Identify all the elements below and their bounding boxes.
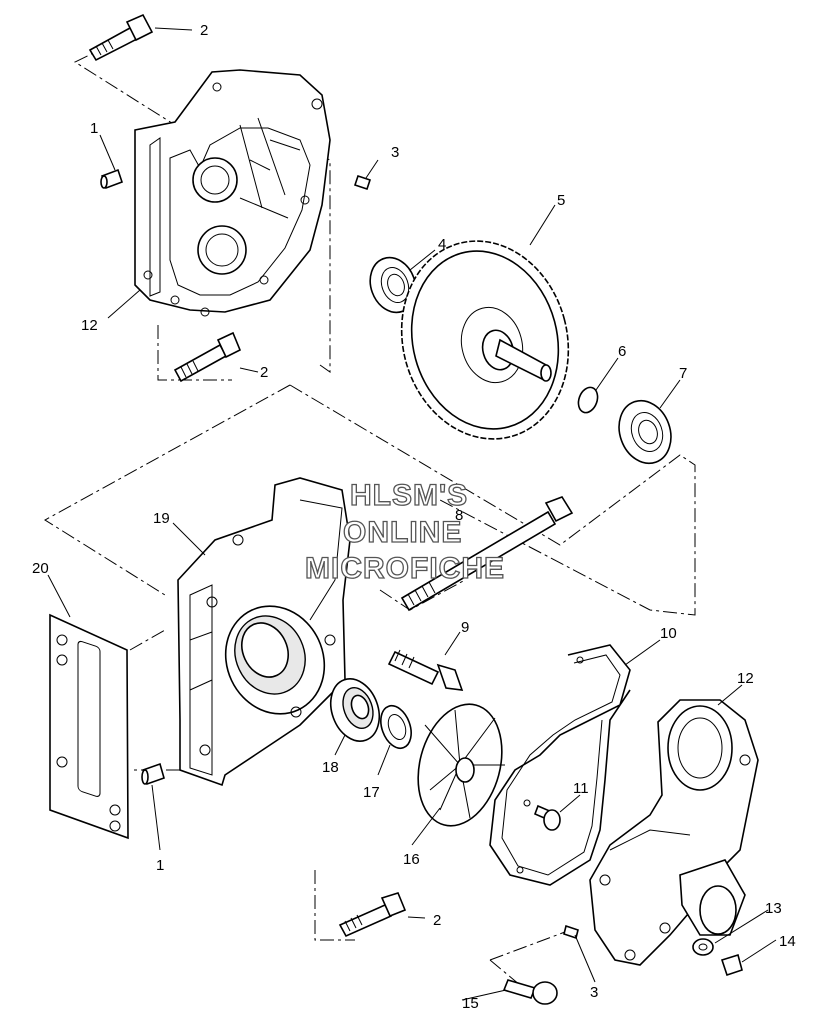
callout-2-top: 2 xyxy=(200,22,208,39)
watermark: HLSM'S ONLINE MICROFICHE xyxy=(304,478,505,585)
callout-4: 4 xyxy=(438,236,446,253)
pump-cover-12 xyxy=(589,699,759,966)
callout-3-top: 3 xyxy=(391,144,399,161)
callout-17: 17 xyxy=(363,784,380,801)
watermark-line-1: HLSM'S xyxy=(350,479,468,512)
callout-3-bottom: 3 xyxy=(590,984,598,1001)
dowel-pins-top xyxy=(100,168,372,191)
bolt-15 xyxy=(502,979,558,1005)
callout-12-top: 12 xyxy=(81,317,98,334)
dowel-pin-lower xyxy=(141,762,165,786)
washer-13 xyxy=(692,938,714,956)
bolt-14 xyxy=(720,953,743,977)
callout-19: 19 xyxy=(153,510,170,527)
callout-14: 14 xyxy=(779,933,796,950)
callout-2-middle: 2 xyxy=(260,364,268,381)
housing-19 xyxy=(177,477,351,787)
long-bolt-8 xyxy=(400,496,574,612)
upper-cover-12 xyxy=(134,69,331,317)
bearing-18 xyxy=(329,678,381,742)
bearing-7 xyxy=(618,399,672,465)
callout-15: 15 xyxy=(462,995,479,1012)
bolt-2-middle xyxy=(173,331,242,383)
callout-16: 16 xyxy=(403,851,420,868)
callout-1-bottom: 1 xyxy=(156,857,164,874)
impeller-16 xyxy=(417,703,505,827)
callout-13: 13 xyxy=(765,900,782,917)
leader-lines xyxy=(47,27,777,1001)
watermark-line-2: ONLINE xyxy=(343,516,462,549)
gasket-10 xyxy=(489,644,631,886)
callout-10: 10 xyxy=(660,625,677,642)
callout-6: 6 xyxy=(618,343,626,360)
callout-5: 5 xyxy=(557,192,565,209)
screw-11 xyxy=(533,804,561,831)
callouts: 2 1 3 12 2 4 5 6 7 8 19 20 9 10 12 18 17… xyxy=(32,22,796,1012)
callout-12-bottom: 12 xyxy=(737,670,754,687)
bolt-2-bottom xyxy=(338,892,407,938)
callout-7: 7 xyxy=(679,365,687,382)
bolt-2-top xyxy=(88,13,154,62)
callout-20: 20 xyxy=(32,560,49,577)
o-ring-6 xyxy=(577,386,599,414)
seal-17 xyxy=(380,704,412,750)
callout-18: 18 xyxy=(322,759,339,776)
watermark-line-3: MICROFICHE xyxy=(305,552,505,585)
callout-1-top: 1 xyxy=(90,120,98,137)
callout-8: 8 xyxy=(455,507,463,524)
callout-2-bottom: 2 xyxy=(433,912,441,929)
gasket-20 xyxy=(49,613,129,840)
callout-9: 9 xyxy=(461,619,469,636)
bolt-9 xyxy=(387,649,464,691)
gear-5 xyxy=(400,240,570,440)
callout-11: 11 xyxy=(573,780,589,797)
